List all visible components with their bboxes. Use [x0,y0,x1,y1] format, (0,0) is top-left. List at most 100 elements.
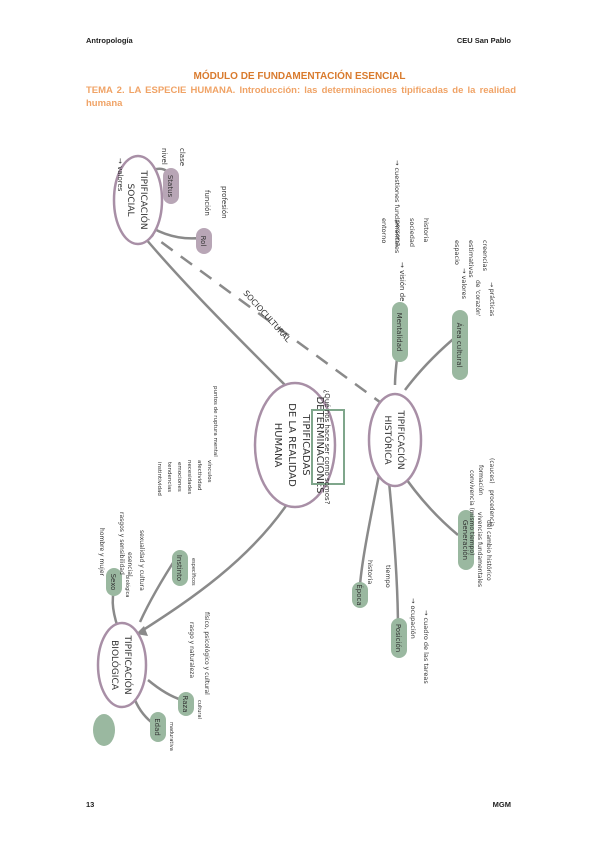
generacion-line-4: procedencia [488,490,495,527]
center-line-4: HUMANA [272,423,283,468]
header-right: CEU San Pablo [456,36,511,45]
area-item-3: creencias [481,240,489,272]
raza-sub: cultural [196,700,202,719]
question-box [311,409,345,485]
biologica-node [96,621,148,709]
social-title: TIPIFICACIÓN SOCIAL [125,169,150,229]
sexo-sub: biológica [124,575,131,597]
impulsos-pill [172,550,188,586]
epoca-pill [352,582,368,608]
posicion-item-1: → ocupación [409,598,417,639]
historica-title-2: HISTÓRICA [382,415,394,465]
line-historica-epoca [358,469,382,586]
edad-pill [150,712,166,742]
edad-label: Edad [153,718,161,736]
biologica-title-2: BIOLÓGICA [109,640,121,691]
rol-label: Rol [199,236,207,247]
status-label: Status [166,175,174,198]
edad-sub: madurativa [168,722,174,751]
mentalidad-prefix: → visión de [398,262,406,301]
biologica-title: TIPIFICACIÓN BIOLÓGICA [109,634,134,694]
area-item-1: espacio [453,240,461,265]
line-historica-area [404,334,459,391]
center-node [253,381,337,509]
status-item-2: clase [178,148,186,166]
question-text: ¿Qué nos hace ser como somos? [323,390,331,505]
status-pill [163,168,179,204]
line-historica-posicion [386,471,400,631]
mentalidad-item-3: sociedad [408,218,416,247]
impulsos-item-3: emociones [176,462,182,492]
raza-item-1: rasgo y naturaleza [188,622,195,678]
impulsos-item-2: tendencias [166,462,172,492]
raza-label: Raza [181,696,189,713]
mentalidad-extra: → cuestiones fundamentales [393,160,401,254]
historica-title: TIPIFICACIÓN HISTÓRICA [382,409,407,469]
impulsos-item-6: vínculos [206,460,213,483]
historica-title-1: TIPIFICACIÓN [395,409,407,469]
posicion-item-2: → cuadro de las tareas [422,610,430,684]
header-left: Antropología [86,36,133,45]
line-biologica-raza [147,679,183,702]
area-item-4: de 'corazón' [474,280,481,317]
historica-node [367,392,423,488]
area-cultural-prefix: → valores [460,268,468,300]
document-title: MÓDULO DE FUNDAMENTACIÓN ESENCIAL [193,71,406,82]
sexo-item-2: esencial [126,552,133,577]
generacion-pill [458,510,474,570]
raza-pill [178,692,194,716]
raza-item-2: físico, psicológico y cultural [203,612,210,695]
rol-item-2: profesión [220,186,228,219]
biologica-nota: puntos de ruptura mental [212,386,218,457]
rol-item-1: función [203,190,211,216]
generacion-line-6: del cambio histórico [485,520,492,581]
area-item-5: → prácticas [488,282,495,316]
sexo-item-4: sexualidad y cultura [138,530,145,591]
line-center-biologica [139,499,292,634]
generacion-line-2: formación [477,465,484,495]
sticker-mark [93,714,115,746]
center-question: ¿Qué nos hace ser como somos? [323,390,331,505]
sexo-label: Sexo [109,574,117,591]
social-title-2: SOCIAL [125,184,135,217]
area-cultural-label: Área cultural [455,323,464,368]
mentalidad-pill [392,302,408,362]
social-title-1: TIPIFICACIÓN [138,169,150,229]
impulsos-item-5: afectividad [196,460,202,491]
social-node [112,154,164,246]
impulsos-sub: específicos [190,558,197,586]
sociocultural-label: SOCIOCULTURAL [241,289,292,345]
center-line-3: DE LA REALIDAD [286,403,297,487]
biologica-title-1: TIPIFICACIÓN [122,634,134,694]
line-social-historica [141,226,389,410]
status-item-1: nivel [160,148,168,165]
posicion-label: Posición [394,624,402,652]
mentalidad-label: Mentalidad [395,313,403,352]
center-line-2: TIPIFICADAS [300,413,311,475]
mentalidad-item-4: historia [422,218,430,242]
sexo-item-3: rasgos y sensibilidad [118,512,125,575]
document-subtitle: TEMA 2. LA ESPECIE HUMANA. Introducción:… [86,85,516,109]
mentalidad-item-2: persona [394,220,402,246]
generacion-line-3: vivencias fundamentales [476,512,483,587]
line-center-social [139,231,289,389]
author-initials: MGM [492,800,511,809]
area-item-2: estimativas [467,240,475,278]
impulsos-item-4: necesidades [186,460,192,494]
epoca-label: Época [355,584,364,605]
impulsos-label: Instinto [175,555,183,581]
center-line-1: DETERMINACIONES [314,396,325,493]
generacion-line-5: (cauces) [488,458,495,484]
impulsos-item-1: instintividad [156,462,162,496]
area-cultural-pill [452,310,468,380]
mentalidad-item-1: entorno [380,218,388,243]
sexo-pill [106,568,122,596]
posicion-pill [391,618,407,658]
generacion-label: Generación [461,520,469,560]
sexo-item-1: hombre y mujer [98,528,105,577]
epoca-item-2: tiempo [384,565,392,588]
social-values: → valores [116,158,124,192]
center-text: DETERMINACIONES TIPIFICADAS DE LA REALID… [272,396,325,493]
rol-pill [196,228,212,254]
